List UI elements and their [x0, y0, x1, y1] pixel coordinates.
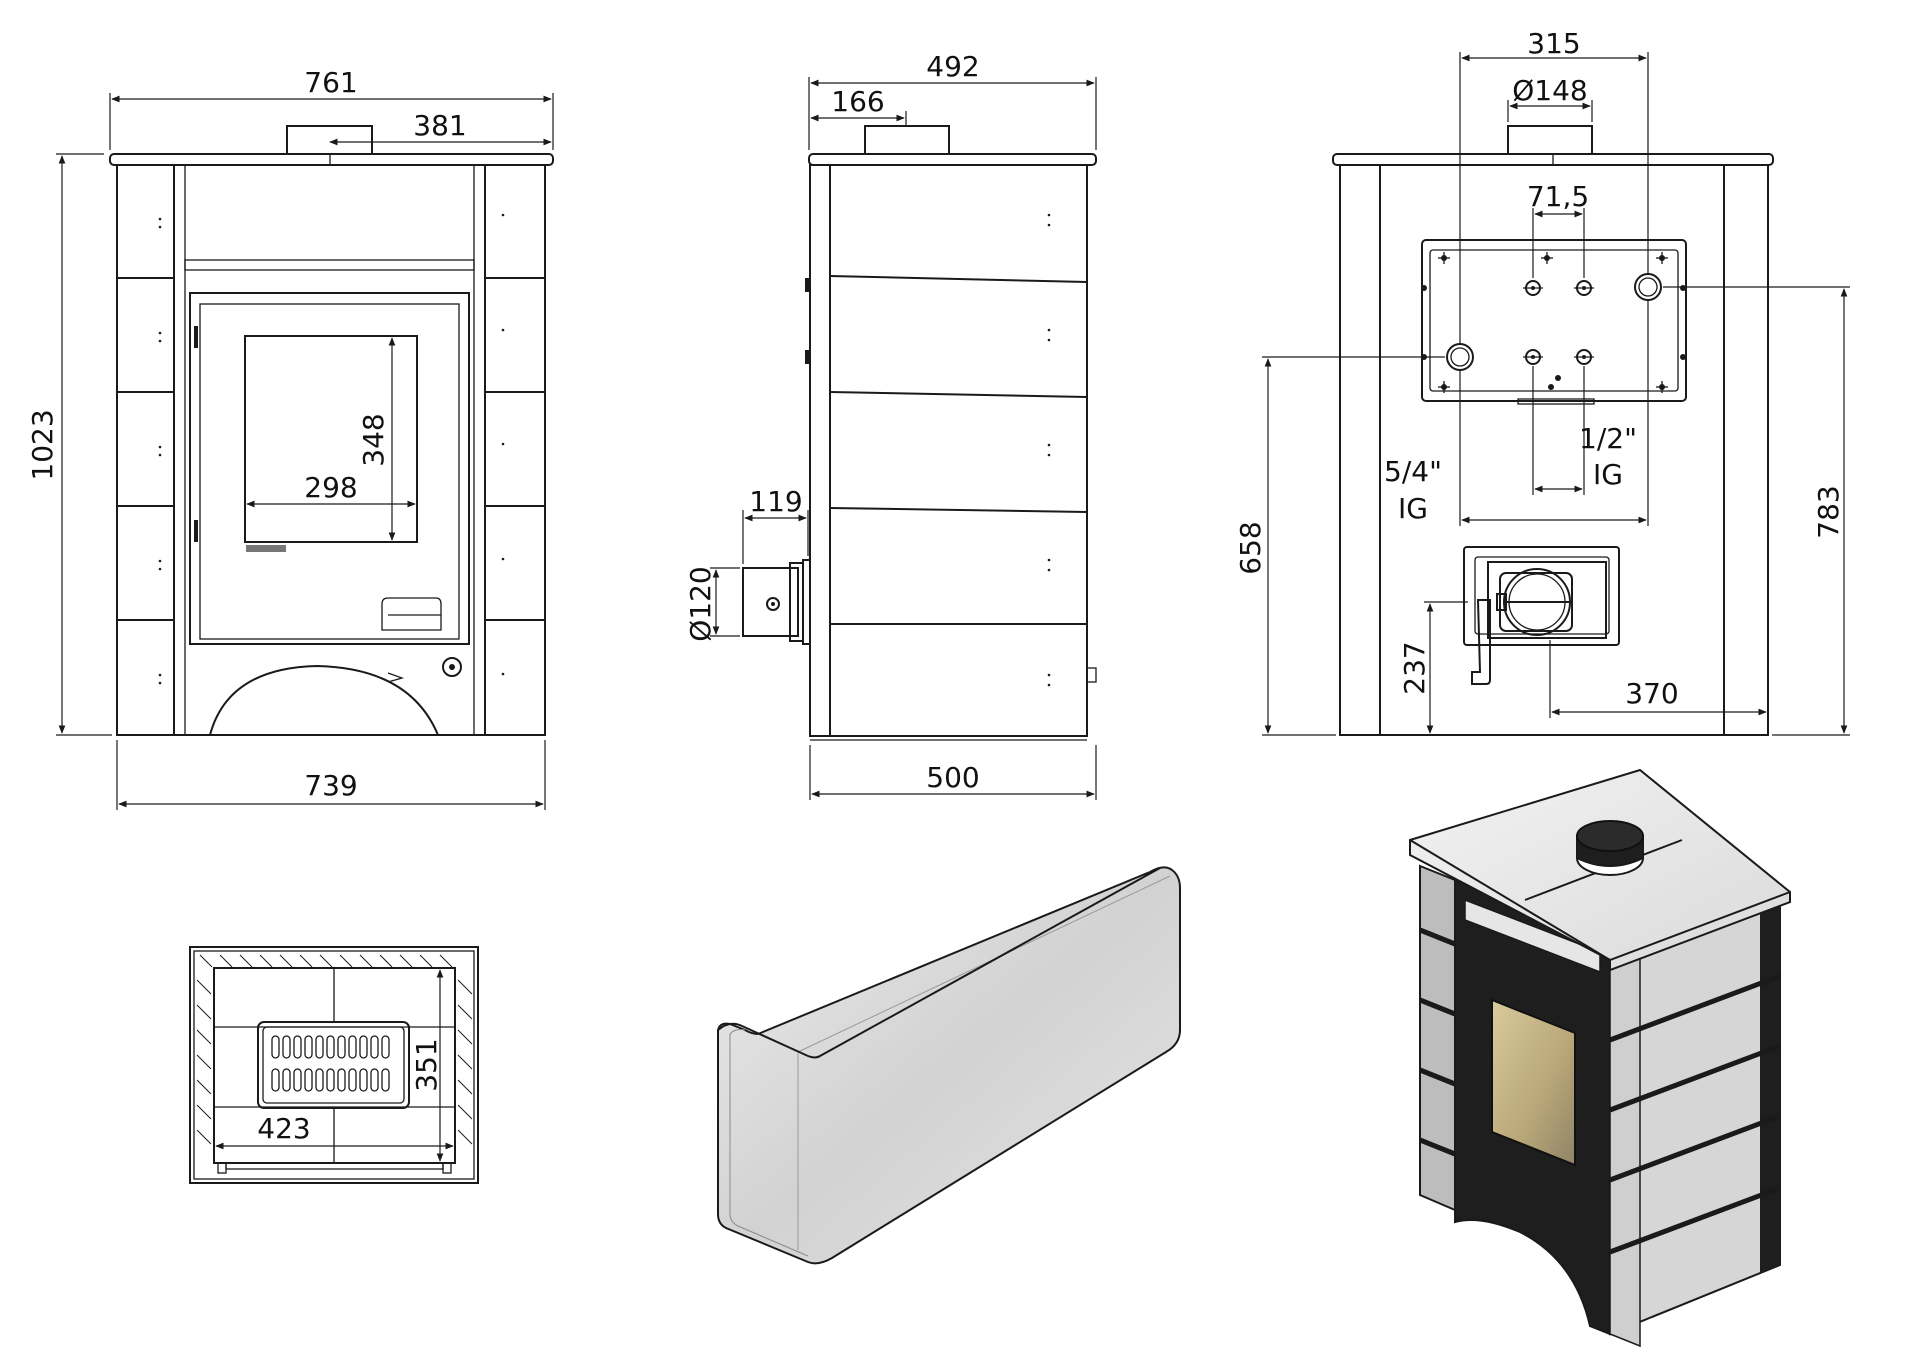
side-air-spigot [742, 559, 811, 645]
dim-inner-spacing: 71,5 [1527, 180, 1589, 213]
front-ash-arch [209, 664, 439, 736]
pipe-large-thread: IG [1398, 492, 1428, 525]
dim-flue-offset: 166 [831, 85, 884, 118]
brand-logo [246, 545, 286, 552]
dim-glass-height: 348 [357, 413, 390, 466]
front-left-tiles [117, 165, 186, 735]
dim-air-inlet-height: 237 [1398, 641, 1431, 694]
rear-connection-plate [1421, 239, 1687, 402]
air-control-knob [442, 657, 462, 677]
section-grate [257, 1021, 410, 1109]
dim-firebox-depth: 351 [410, 1038, 443, 1091]
rear-pipe-connections [1446, 273, 1662, 371]
dim-spigot-diameter: Ø120 [684, 566, 717, 641]
door-handle [381, 597, 442, 631]
stove-3d-tile-seams [1419, 927, 1781, 1255]
dim-half-width: 381 [413, 109, 466, 142]
dim-firebox-width: 423 [257, 1112, 310, 1145]
front-body [116, 164, 546, 736]
rear-view: 315 Ø148 71,5 1/2" IG 5/4" IG [1234, 27, 1850, 736]
front-door [189, 292, 470, 645]
dim-air-inlet-offset: 370 [1625, 677, 1678, 710]
rear-body [1339, 164, 1769, 736]
grate-slots [271, 1035, 390, 1092]
dim-base-width: 739 [304, 769, 357, 802]
dim-depth-base: 500 [926, 761, 979, 794]
section-hatch [196, 954, 473, 1145]
side-flue-collar [864, 125, 950, 155]
front-tile-dots [158, 213, 505, 685]
front-view: 761 381 1023 348 298 739 [26, 66, 554, 810]
bolt-crosshairs [1438, 252, 1668, 393]
front-right-tiles [473, 165, 545, 735]
section-outer [189, 946, 479, 1184]
rear-air-inlet [1463, 546, 1620, 685]
rear-dimensions: 315 Ø148 71,5 1/2" IG 5/4" IG [1234, 27, 1850, 736]
front-dimensions: 761 381 1023 348 298 739 [26, 66, 554, 810]
pipe-small-thread: IG [1593, 458, 1623, 491]
side-top-plate [808, 153, 1097, 166]
side-view: 492 166 119 Ø120 500 [684, 50, 1097, 800]
dim-flue-diameter: Ø148 [1512, 74, 1587, 107]
pipe-large-size: 5/4" [1384, 455, 1442, 488]
dim-glass-width: 298 [304, 471, 357, 504]
pipe-small-size: 1/2" [1579, 422, 1637, 455]
side-dimensions: 492 166 119 Ø120 500 [684, 50, 1097, 800]
dim-connections-span: 315 [1527, 27, 1580, 60]
front-top-plate [109, 153, 554, 166]
dim-overall-width: 761 [304, 66, 357, 99]
dim-height-upper-pipe: 783 [1812, 485, 1845, 538]
side-tile-seams [829, 275, 1088, 626]
front-flue-collar [286, 125, 373, 155]
tile-body [717, 866, 1181, 1265]
dim-spigot-length: 119 [749, 485, 802, 518]
stove-3d [1409, 768, 1791, 1348]
corner-tile-3d [717, 866, 1181, 1265]
front-glass [244, 335, 418, 543]
dim-overall-height: 1023 [26, 409, 59, 480]
side-body [809, 164, 1088, 737]
dim-depth-top: 492 [926, 50, 979, 83]
dim-height-lower-pipe: 658 [1234, 521, 1267, 574]
side-tile-dots [1047, 213, 1051, 687]
stove-3d-glass [1491, 998, 1576, 1167]
plan-section-view: 351 423 [189, 946, 479, 1184]
rear-flue-collar [1507, 125, 1593, 155]
